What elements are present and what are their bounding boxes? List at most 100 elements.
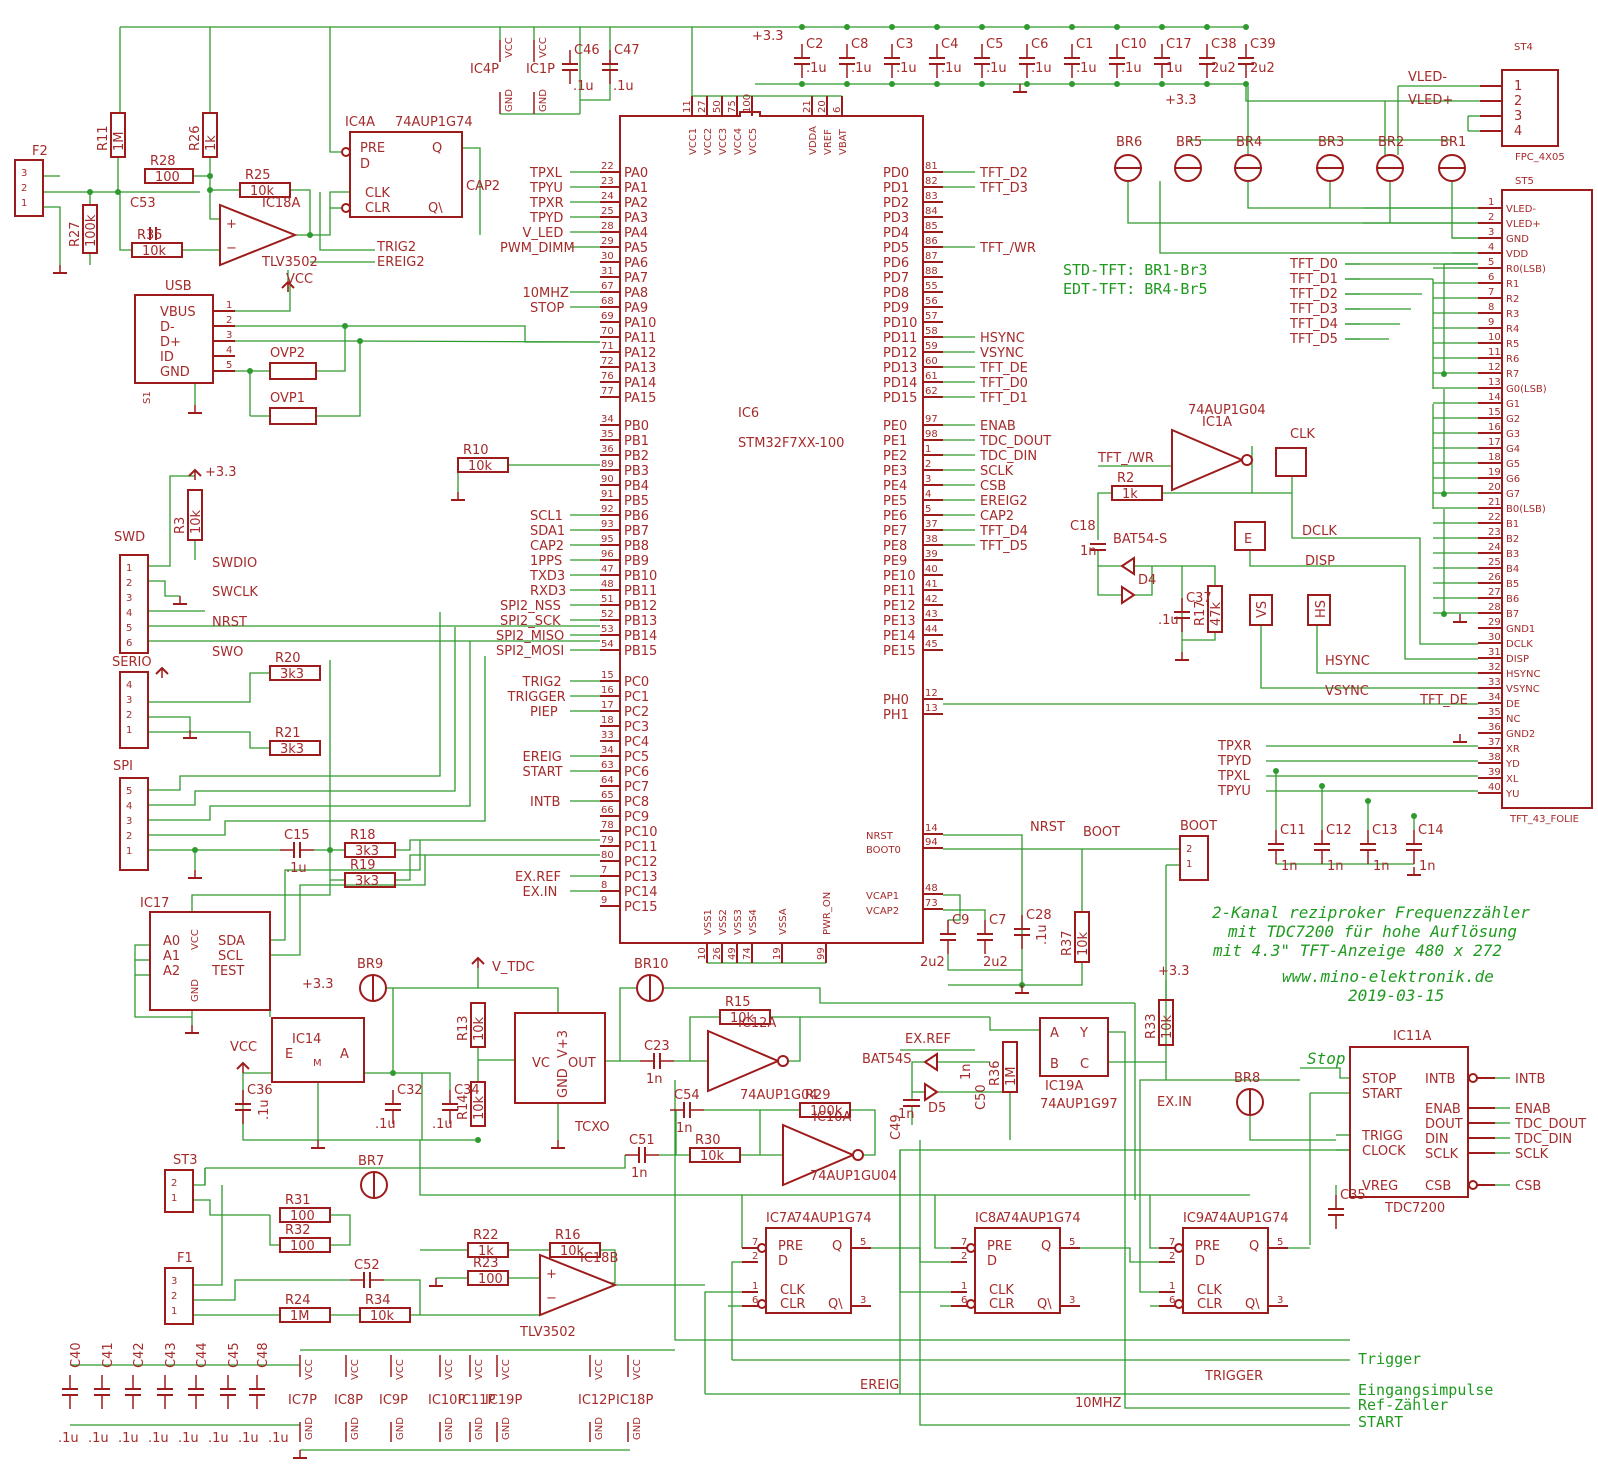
ic4p-ref: IC4P — [470, 62, 499, 77]
wire — [419, 1140, 1250, 1196]
flipflop-ic9a-pin: Q\ — [1245, 1297, 1260, 1312]
inverter-ic10a-ref: IC10A — [813, 1110, 851, 1125]
net-label: START — [523, 765, 563, 780]
junction-dot — [934, 81, 940, 87]
net-label: TPYU — [529, 181, 563, 196]
wire — [148, 580, 180, 597]
fpc-pin: 4 — [1514, 124, 1522, 139]
tft-pin-num: 9 — [1488, 317, 1494, 328]
resistor-r34-value: 10k — [370, 1309, 395, 1324]
ic9a-pin-num: 6 — [1169, 1295, 1175, 1306]
decoupling-cap-ref: C43 — [164, 1342, 179, 1368]
usb-pin-name: D- — [160, 320, 175, 335]
tft-data-net: TFT_D2 — [1289, 287, 1338, 302]
tft-pin-num: 34 — [1488, 692, 1501, 703]
inverter-ic10a-bubble — [852, 1149, 864, 1161]
net-trig2: TRIG2 — [376, 240, 416, 255]
wire — [1260, 625, 1478, 689]
flipflop-ic8a-ref: IC8A — [975, 1211, 1005, 1226]
resistor-r23-ref: R23 — [473, 1256, 499, 1271]
junction-dot — [115, 189, 121, 195]
mcu-pin-name: PE3 — [883, 464, 907, 479]
mcu-pin-name: PB3 — [624, 464, 649, 479]
mcu-pin-name: PC9 — [624, 810, 649, 825]
mcu-pin-name: PC4 — [624, 735, 649, 750]
ic19a-value: 74AUP1G97 — [1040, 1097, 1118, 1112]
ic17-pin: SDA — [218, 934, 245, 949]
cap-c28-ref: C28 — [1026, 908, 1052, 923]
tft-pin-num: 28 — [1488, 602, 1501, 613]
supply-part-ref: IC12P — [578, 1393, 615, 1408]
mcu-pin-num: 65 — [601, 790, 614, 801]
ic14-pin: E — [285, 1047, 293, 1062]
net-nrst: NRST — [1030, 820, 1065, 835]
mcu-pin-name: PD10 — [883, 316, 917, 331]
tft-pin-name: B1 — [1506, 519, 1519, 530]
flipflop-ic9a-pin: PRE — [1195, 1239, 1220, 1254]
resistor-r14-value: 10k — [472, 1095, 487, 1120]
tft-pin-name: R3 — [1506, 309, 1519, 320]
mcu-pin-name: VSS4 — [748, 909, 759, 935]
wire — [943, 909, 986, 920]
flipflop-ic8a-pin: CLK — [989, 1283, 1014, 1298]
cap-c46-value: .1u — [573, 79, 594, 94]
resistor-r18-ref: R18 — [350, 828, 376, 843]
ic17-pin: VCC — [190, 929, 201, 950]
tft-data-net: TFT_D4 — [1289, 317, 1338, 332]
mcu-pin-name: PD4 — [883, 226, 909, 241]
wire — [269, 1215, 280, 1246]
wire — [148, 716, 191, 730]
connector-serio-pin: 2 — [126, 710, 132, 721]
junction-dot — [342, 323, 348, 329]
tft-pin-num: 35 — [1488, 707, 1501, 718]
net-label: TPXL — [529, 166, 563, 181]
mcu-pin-name: PC12 — [624, 855, 657, 870]
touch-cap-ref: C11 — [1280, 823, 1306, 838]
wire — [43, 206, 61, 265]
mcu-pin-num: 36 — [601, 444, 614, 455]
mcu-pin-num: 4 — [925, 489, 931, 500]
mcu-pin-name: PA8 — [624, 286, 648, 301]
net-label: EREIG2 — [980, 494, 1028, 509]
junction-dot — [192, 847, 198, 853]
resistor-r27 — [82, 204, 98, 254]
mcu-pin-num: 10 — [697, 947, 708, 960]
mcu-pin-num: 80 — [601, 850, 614, 861]
tft-pin-name: R2 — [1506, 294, 1519, 305]
spi-ref: SPI — [113, 759, 133, 774]
resistor-r33-value: 10k — [1160, 1014, 1175, 1039]
inverter-ic12a-bubble — [777, 1055, 789, 1067]
wire — [235, 282, 291, 312]
mcu-pin-name: PE11 — [883, 584, 916, 599]
supply-pin-gnd: GND — [594, 1417, 605, 1440]
wire — [462, 147, 481, 235]
mcu-pin-num: 17 — [601, 700, 614, 711]
mcu-pin-name: VCAP2 — [866, 906, 899, 917]
ic8a-pin-num: 2 — [961, 1251, 967, 1262]
usb-pin-name: GND — [160, 365, 190, 380]
usb-pin-num: 3 — [226, 330, 232, 341]
touch-cap-value: 1n — [1373, 859, 1390, 874]
junction-dot — [357, 338, 363, 344]
supply-pin-gnd: GND — [501, 1417, 512, 1440]
tft-pin-name: R6 — [1506, 354, 1519, 365]
resistor-r30 — [689, 1147, 741, 1163]
mcu-pin-name: PE9 — [883, 554, 907, 569]
mcu-pin-name: PA0 — [624, 166, 648, 181]
mcu-pin-name: PA11 — [624, 331, 656, 346]
f1-ref: F1 — [177, 1251, 193, 1266]
mcu-pin-num: 70 — [601, 326, 614, 337]
junction-dot — [889, 81, 895, 87]
resistor-r20-value: 3k3 — [280, 667, 304, 682]
c18-value: 1n — [1080, 544, 1097, 559]
wire — [290, 189, 311, 236]
comparator-ic18b-minus: − — [546, 1291, 557, 1306]
connector-f1-pin: 3 — [171, 1276, 177, 1287]
net-vsync: VSYNC — [1325, 684, 1369, 699]
decoupling-cap-ref: C41 — [101, 1342, 116, 1368]
tft-pin-name: G1 — [1506, 399, 1520, 410]
diode-bat54s: BAT54-S — [1113, 532, 1167, 547]
mcu-pin-num: 93 — [601, 519, 614, 530]
tft-pin-name: B5 — [1506, 579, 1519, 590]
flipflop-ic9a-pin: D — [1195, 1254, 1205, 1269]
